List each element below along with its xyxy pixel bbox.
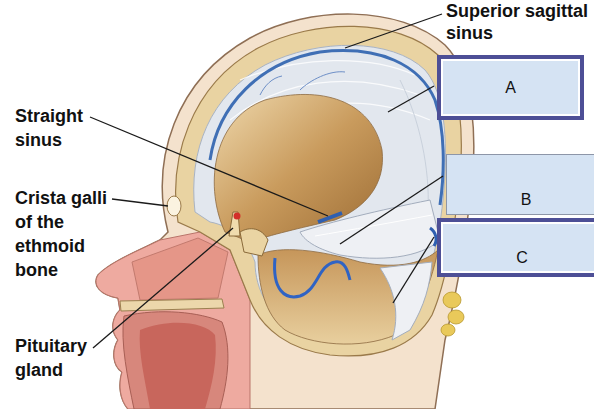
leader-line — [90, 117, 328, 216]
face — [132, 238, 228, 300]
face — [123, 312, 228, 409]
leader-line — [340, 176, 443, 244]
dura-falx-cerebri — [400, 80, 428, 210]
answer-box: C — [437, 218, 594, 277]
dura-falx-cerebri — [300, 72, 345, 90]
skull-base-bones — [229, 212, 240, 236]
leader-line — [90, 14, 443, 348]
answer-box: B — [446, 154, 594, 215]
structure-label: Straight sinus — [15, 104, 107, 152]
leader-line — [93, 228, 233, 348]
falx-cerebelli — [380, 262, 432, 340]
leader-line — [393, 237, 434, 303]
fat-pad — [441, 324, 455, 336]
skull-base-bones — [240, 229, 268, 256]
leader-line — [345, 14, 442, 48]
skull-bone — [176, 26, 462, 356]
structure-label: Superior sagittal sinus — [446, 0, 592, 44]
skull-base-bones — [167, 196, 181, 216]
structure-label: Pituitary gland — [15, 334, 107, 382]
scalp — [96, 14, 474, 409]
fat-pad — [448, 310, 464, 324]
fat-pad — [441, 292, 464, 336]
box-letter: C — [516, 249, 528, 267]
dura-falx-cerebri — [260, 76, 282, 95]
skull-base-bones — [234, 213, 241, 220]
box-letter: B — [521, 191, 532, 209]
structure-label: Crista galli of the ethmoid bone — [15, 186, 115, 282]
dura-falx-cerebri — [240, 61, 415, 80]
scalp — [96, 14, 474, 409]
falx-cerebelli — [380, 262, 432, 340]
cranial-cavity-shading — [258, 250, 438, 344]
face — [96, 232, 250, 409]
venous-sinuses — [318, 213, 342, 222]
fat-pad — [443, 292, 461, 308]
tentorium-cerebelli — [300, 200, 440, 258]
answer-box: A — [437, 55, 584, 120]
venous-sinuses — [430, 228, 436, 246]
venous-sinuses — [275, 258, 350, 297]
skull-bone — [176, 26, 462, 356]
tentorium-cerebelli — [300, 200, 440, 258]
leader-line — [388, 86, 434, 112]
box-letter: A — [505, 79, 516, 97]
venous-sinuses — [210, 51, 443, 297]
leader-line — [112, 199, 168, 206]
face — [120, 299, 224, 311]
face — [140, 323, 216, 409]
face — [96, 232, 250, 409]
skull-base-bones — [167, 196, 268, 256]
